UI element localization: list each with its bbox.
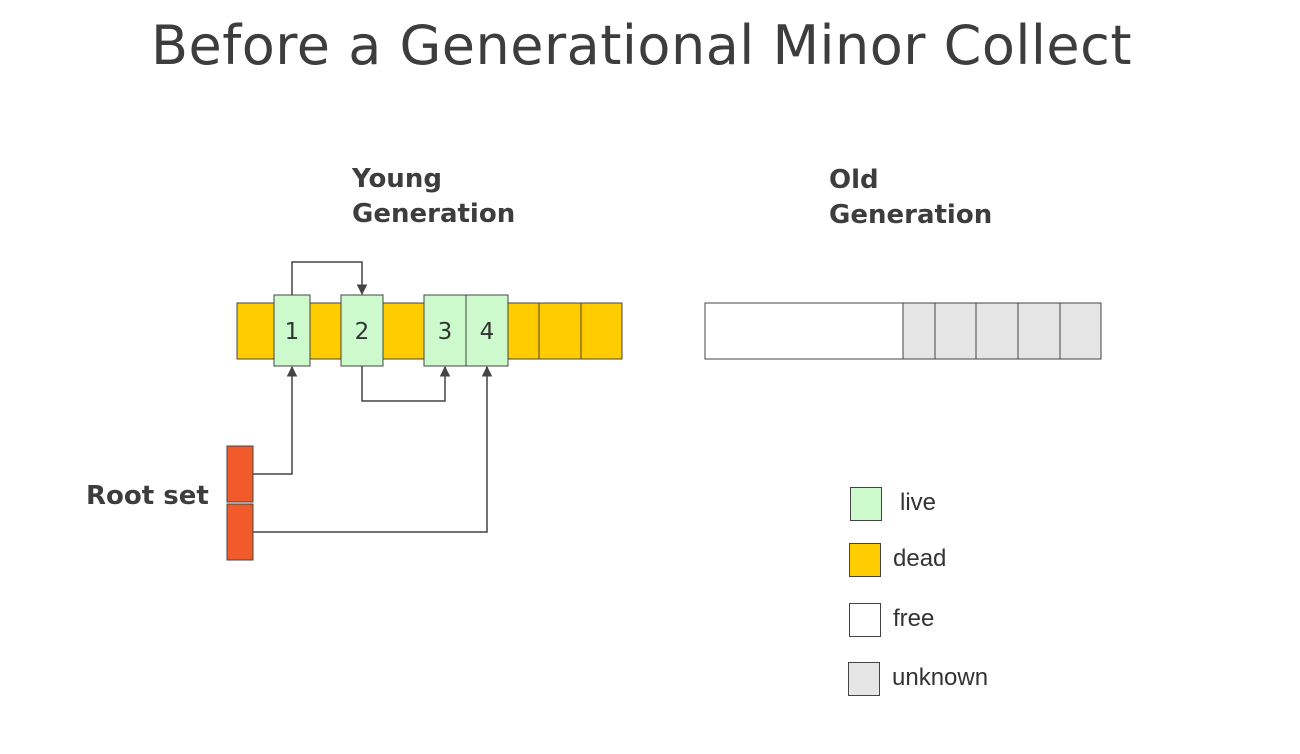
old-unknown-cell	[902, 302, 936, 360]
root-slot-2	[226, 503, 254, 561]
reference-arrow-1-to-2	[291, 261, 368, 296]
legend-label-dead: dead	[893, 545, 947, 572]
object-1-label: 1	[285, 319, 300, 345]
young-generation-heading: Young Generation	[352, 162, 515, 232]
legend-label-unknown: unknown	[892, 664, 989, 691]
object-3-label: 3	[438, 319, 453, 345]
legend-swatch-dead	[849, 543, 881, 577]
reference-arrow-root2-to-4	[253, 365, 493, 533]
object-4-label: 4	[480, 319, 495, 345]
young-heading-line1: Young	[352, 164, 442, 194]
old-heading-line1: Old	[829, 165, 879, 195]
legend-label-free: free	[893, 605, 935, 632]
legend-swatch-live	[850, 487, 882, 521]
legend-swatch-unknown	[848, 662, 880, 696]
object-2-label: 2	[355, 319, 370, 345]
old-heading-line2: Generation	[829, 200, 993, 230]
old-unknown-cell	[975, 302, 1019, 360]
live-object-4	[465, 294, 509, 367]
old-generation-heading: Old Generation	[829, 163, 992, 233]
live-object-2	[340, 294, 384, 367]
young-generation-heap: 1 2 3 4	[236, 294, 623, 367]
old-generation-heap	[704, 302, 1102, 360]
root-set-label: Root set	[86, 481, 209, 511]
diagram-title: Before a Generational Minor Collect	[150, 14, 1133, 77]
reference-arrow-2-to-3	[361, 365, 451, 402]
reference-arrow-root1-to-1	[253, 365, 298, 475]
old-free-region	[704, 302, 904, 360]
references	[253, 261, 493, 533]
legend-label-live: live	[900, 489, 937, 516]
live-object-1	[273, 294, 311, 367]
root-slot-1	[226, 445, 254, 503]
old-unknown-cell	[1017, 302, 1061, 360]
root-set	[226, 445, 254, 561]
old-unknown-cell	[934, 302, 977, 360]
legend-swatch-free	[849, 603, 881, 637]
old-unknown-cell	[1059, 302, 1102, 360]
young-heading-line2: Generation	[352, 199, 516, 229]
